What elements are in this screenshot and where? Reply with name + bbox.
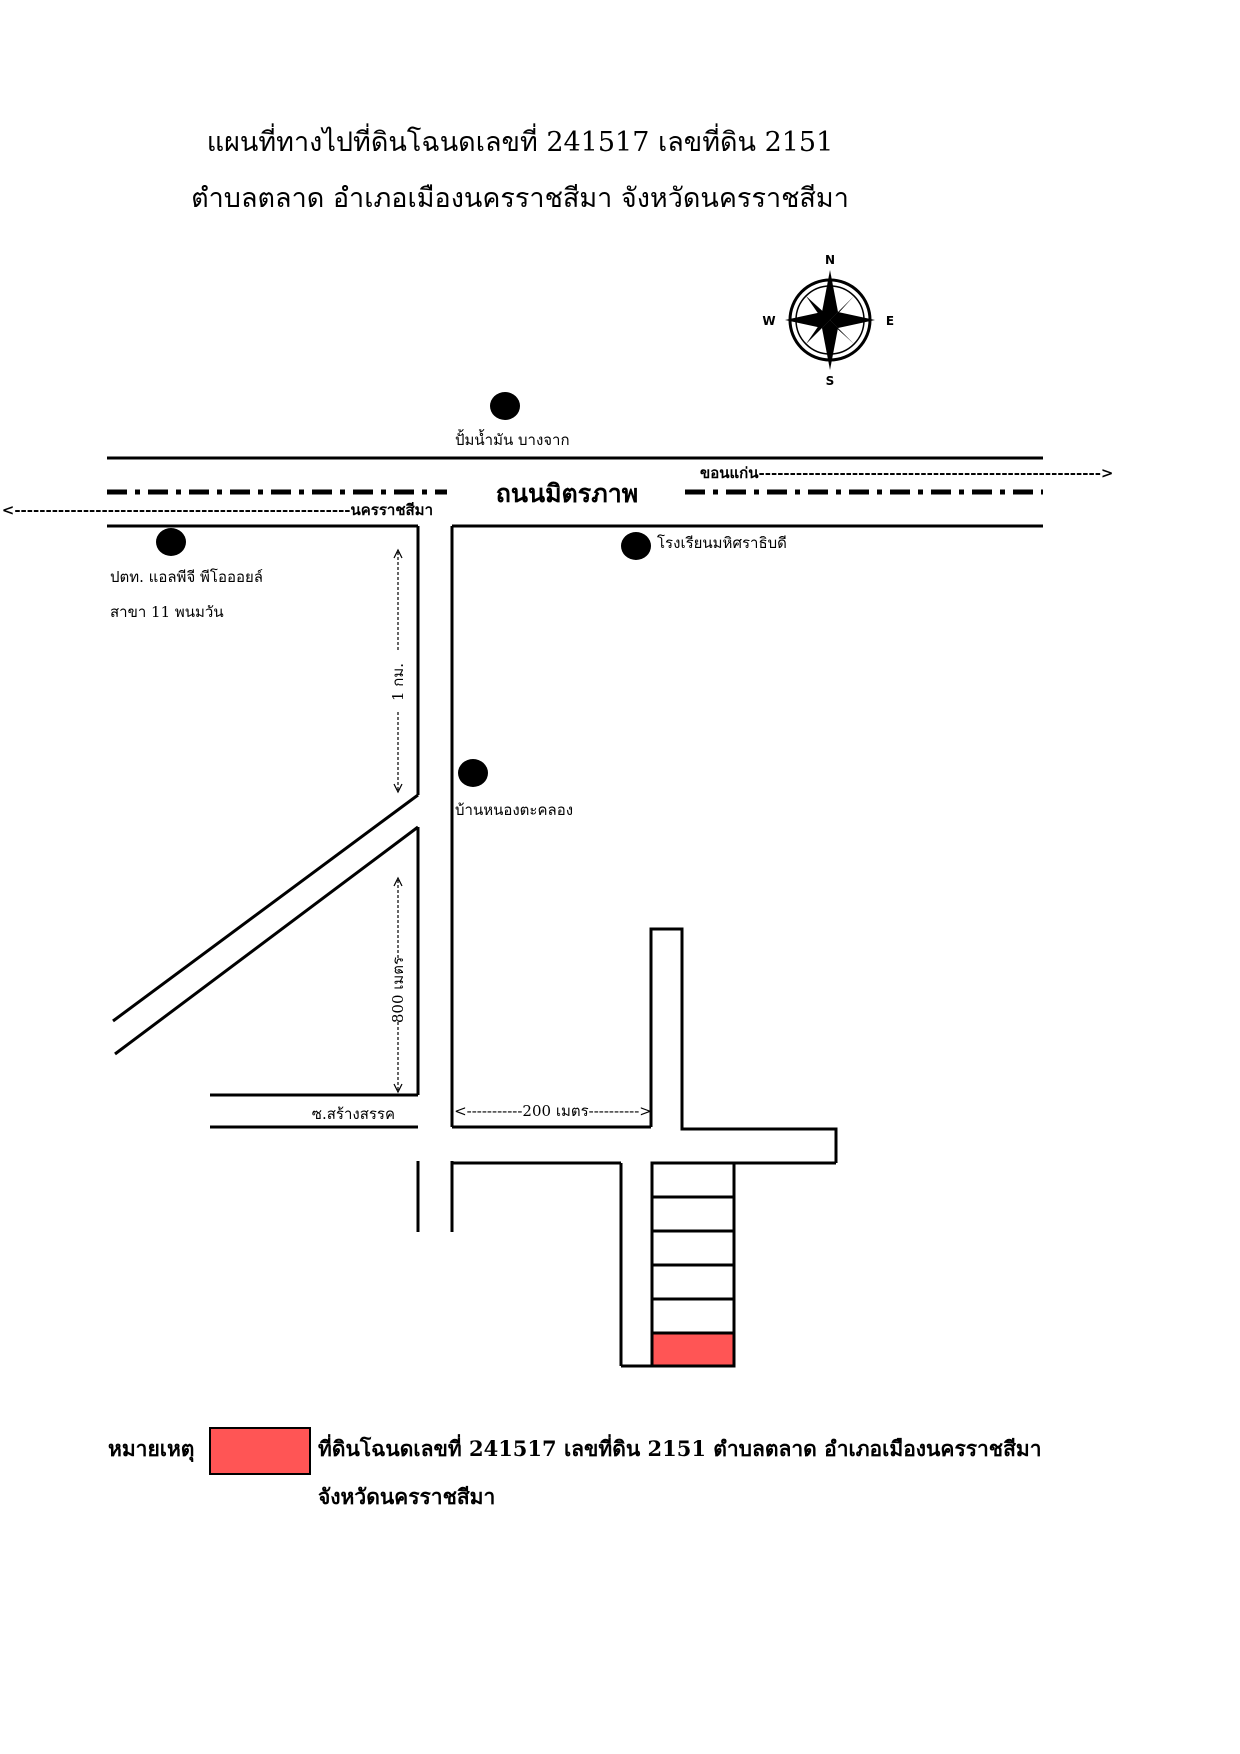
gas-station-marker-icon bbox=[490, 392, 520, 420]
map-title-line1: แผนที่ทางไปที่ดินโฉนดเลขที่ 241517 เลขที… bbox=[206, 127, 834, 158]
landmarks: ปั้มน้ำมัน บางจาก ปตท. แอลพีจี พีโอออยล์… bbox=[110, 392, 787, 819]
landmark-village: บ้านหนองตะคลอง bbox=[455, 801, 573, 819]
landmark-ptt-line2: สาขา 11 พนมวัน bbox=[110, 603, 224, 621]
legend-color-swatch bbox=[209, 1427, 311, 1475]
compass-e-label: E bbox=[886, 314, 894, 328]
soi-label: ซ.สร้างสรรค bbox=[312, 1105, 395, 1123]
school-marker-icon bbox=[621, 532, 651, 560]
ptt-station-marker-icon bbox=[156, 528, 186, 556]
legend-label: หมายเหตุ bbox=[108, 1436, 195, 1461]
distance-200m-label: <-----------200 เมตร----------> bbox=[454, 1102, 652, 1120]
map-title-line2: ตำบลตลาด อำเภอเมืองนครราชสีมา จังหวัดนคร… bbox=[191, 183, 849, 214]
compass-w-label: W bbox=[762, 314, 775, 328]
legend-text-line2: จังหวัดนครราชสีมา bbox=[318, 1484, 496, 1509]
village-marker-icon bbox=[458, 759, 488, 787]
main-highway bbox=[107, 456, 1043, 528]
legend-text-line1: ที่ดินโฉนดเลขที่ 241517 เลขที่ดิน 2151 ต… bbox=[318, 1436, 1042, 1461]
direction-khonkaen: ขอนแก่น---------------------------------… bbox=[700, 464, 1114, 482]
compass-s-label: S bbox=[826, 374, 835, 388]
distance-800m-label: 800 เมตร bbox=[389, 957, 407, 1023]
compass-rose-icon: N S E W bbox=[762, 253, 894, 388]
target-land-parcel bbox=[650, 1331, 736, 1368]
landmark-gas-station: ปั้มน้ำมัน บางจาก bbox=[455, 429, 570, 449]
land-plot-block bbox=[650, 1161, 736, 1368]
distance-1km-label: 1 กม. bbox=[389, 663, 407, 701]
distance-markers bbox=[393, 548, 403, 1094]
landmark-school: โรงเรียนมหิศราธิบดี bbox=[657, 534, 787, 552]
landmark-ptt-line1: ปตท. แอลพีจี พีโอออยล์ bbox=[110, 568, 263, 586]
main-road-label: ถนนมิตรภาพ bbox=[496, 479, 638, 508]
compass-n-label: N bbox=[825, 253, 835, 267]
direction-korat: <---------------------------------------… bbox=[2, 501, 433, 519]
side-road-network bbox=[112, 526, 838, 1368]
